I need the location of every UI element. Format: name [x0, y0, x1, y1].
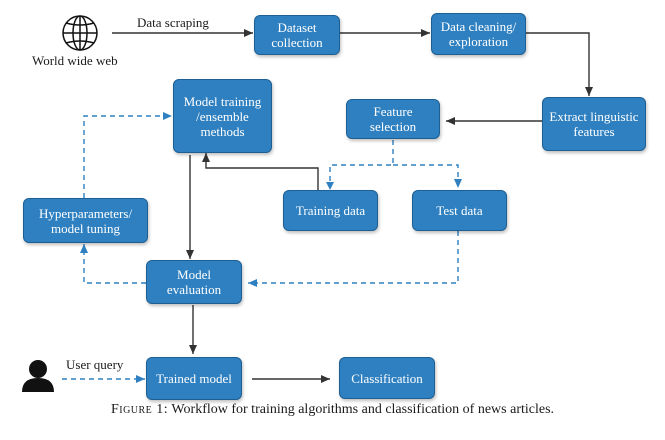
arrow-feature-selection-to-test-data: [393, 164, 462, 188]
data-scraping-label: Data scraping: [137, 15, 209, 30]
user-icon: [22, 360, 54, 392]
figure-caption-text: Workflow for training algorithms and cla…: [168, 402, 555, 417]
user-query-label: User query: [66, 357, 124, 372]
feature-selection-node: Feature selection: [346, 99, 440, 139]
arrow-test-data-to-evaluation: [248, 231, 459, 287]
arrow-feature-selection-split: [329, 140, 394, 188]
arrow-training-data-to-model-training: [202, 153, 319, 190]
dataset-collection-node: Dataset collection: [254, 15, 340, 55]
globe-icon: [62, 15, 98, 51]
model-training-node: Model training /ensemble methods: [173, 79, 272, 153]
world-wide-web-label: World wide web: [32, 53, 118, 68]
arrow-cleaning-to-extract: [526, 32, 593, 96]
data-cleaning-node: Data cleaning/ exploration: [431, 13, 526, 55]
arrow-evaluation-to-hyperparameters: [80, 244, 146, 284]
training-data-node: Training data: [283, 190, 378, 231]
hyperparameters-node: Hyperparameters/ model tuning: [23, 198, 148, 243]
figure-label: Figure 1:: [110, 402, 169, 417]
classification-node: Classification: [339, 357, 435, 399]
model-evaluation-node: Model evaluation: [146, 260, 242, 304]
arrowhead-training-data: [326, 182, 334, 190]
test-data-node: Test data: [412, 190, 507, 231]
extract-features-node: Extract linguistic features: [542, 97, 646, 151]
trained-model-node: Trained model: [146, 357, 242, 400]
arrow-hyperparameters-to-model-training: [83, 112, 172, 198]
figure-caption: Figure 1: Workflow for training algorith…: [0, 402, 665, 418]
